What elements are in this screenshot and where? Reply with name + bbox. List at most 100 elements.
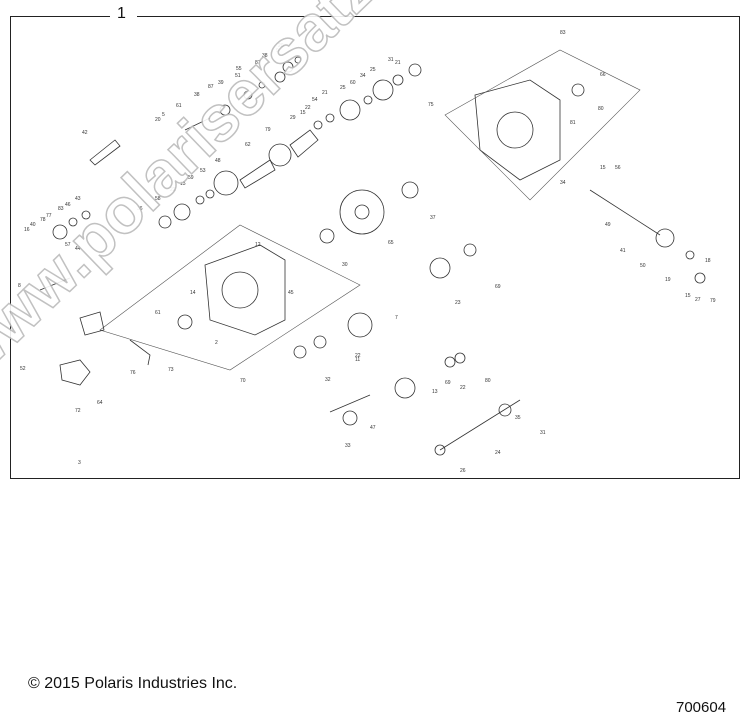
callout-label: 81	[570, 120, 576, 126]
callout-label: 53	[200, 168, 206, 174]
callout-label: 13	[432, 389, 438, 395]
callout-label: 34	[360, 73, 366, 79]
callout-label: 26	[460, 468, 466, 474]
callout-label: 79	[265, 127, 271, 133]
callout-label: 73	[168, 367, 174, 373]
callout-label: 52	[20, 366, 26, 372]
callout-label: 83	[560, 30, 566, 36]
gear-icon	[319, 181, 419, 244]
callout-label: 21	[322, 90, 328, 96]
upper-shift-shaft-group	[184, 56, 302, 131]
callout-label: 39	[218, 80, 224, 86]
callout-label: 49	[605, 222, 611, 228]
callout-label: 69	[445, 380, 451, 386]
callout-label: 80	[485, 378, 491, 384]
left-cover-group	[39, 210, 151, 386]
callout-label: 78	[40, 217, 46, 223]
callout-label: 46	[65, 202, 71, 208]
callout-label: 37	[430, 215, 436, 221]
callout-label: 61	[155, 310, 161, 316]
callout-label: 65	[388, 240, 394, 246]
callout-label: 31	[540, 430, 546, 436]
callout-label: 51	[235, 73, 241, 79]
callout-label: 2	[215, 340, 218, 346]
callout-label: 30	[342, 262, 348, 268]
callout-label: 48	[215, 158, 221, 164]
callout-label: 83	[58, 206, 64, 212]
callout-label: 7	[395, 315, 398, 321]
callout-label: 3	[78, 460, 81, 466]
callout-label: 70	[240, 378, 246, 384]
callout-label: 34	[560, 180, 566, 186]
callout-label: 29	[290, 115, 296, 121]
assembly-number: 1	[117, 5, 126, 22]
callout-label: 25	[340, 85, 346, 91]
right-case	[444, 49, 706, 284]
callout-label: 32	[325, 377, 331, 383]
callout-label: 22	[460, 385, 466, 391]
callout-label: 15	[685, 293, 691, 299]
part-number: 700604	[676, 699, 727, 716]
callout-label: 27	[695, 297, 701, 303]
callout-label: 20	[155, 117, 161, 123]
callout-label: 80	[598, 106, 604, 112]
shift-fork-icon	[89, 139, 121, 166]
callout-label: 54	[312, 97, 318, 103]
callout-label: 58	[155, 196, 161, 202]
callout-label: 87	[208, 84, 214, 90]
callout-label: 47	[370, 425, 376, 431]
callout-label: 9	[276, 48, 279, 54]
callout-label: 36	[137, 206, 143, 212]
callout-label: 72	[75, 408, 81, 414]
callout-label: 60	[350, 80, 356, 86]
callout-label: 8	[18, 283, 21, 289]
callout-label: 64	[97, 400, 103, 406]
copyright-text: © 2015 Polaris Industries Inc.	[28, 675, 238, 692]
callout-label: 76	[130, 370, 136, 376]
callout-label: 22	[305, 105, 311, 111]
frame-top-right	[137, 16, 739, 17]
main-shaft-group	[158, 63, 422, 229]
center-case	[99, 224, 361, 371]
callout-label: 22	[170, 187, 176, 193]
callout-label: 18	[705, 258, 711, 264]
callout-label: 19	[665, 277, 671, 283]
callout-label: 38	[262, 53, 268, 59]
callout-label: 22	[355, 353, 361, 359]
callout-label: 31	[388, 57, 394, 63]
callout-label: 24	[495, 450, 501, 456]
callout-label: 50	[640, 263, 646, 269]
callout-label: 25	[370, 67, 376, 73]
callout-label: 16	[24, 227, 30, 233]
callout-label: 35	[515, 415, 521, 421]
callout-label: 20	[278, 43, 284, 49]
callout-label: 40	[30, 222, 36, 228]
callout-label: 14	[190, 290, 196, 296]
assembly-frame	[10, 16, 740, 479]
lower-gear-group	[293, 243, 521, 456]
callout-label: 79	[710, 298, 716, 304]
callout-label: 23	[455, 300, 461, 306]
callout-label: 33	[345, 443, 351, 449]
callout-label: 55	[236, 66, 242, 72]
callout-label: 12	[255, 242, 261, 248]
callout-label: 11	[355, 357, 361, 363]
callout-label: 15	[180, 181, 186, 187]
callout-label: 75	[428, 102, 434, 108]
callout-label: 57	[65, 242, 71, 248]
callout-label: 61	[176, 103, 182, 109]
callout-label: 44	[75, 246, 81, 252]
callout-label: 59	[188, 175, 194, 181]
callout-label: 69	[495, 284, 501, 290]
callout-label: 42	[82, 130, 88, 136]
callout-label: 15	[600, 165, 606, 171]
callout-label: 5	[162, 112, 165, 118]
callout-label: 56	[615, 165, 621, 171]
callout-label: 45	[288, 290, 294, 296]
callout-label: 43	[75, 196, 81, 202]
callout-label: 87	[255, 60, 261, 66]
callout-label: 38	[194, 92, 200, 98]
frame-top-left	[10, 16, 110, 17]
